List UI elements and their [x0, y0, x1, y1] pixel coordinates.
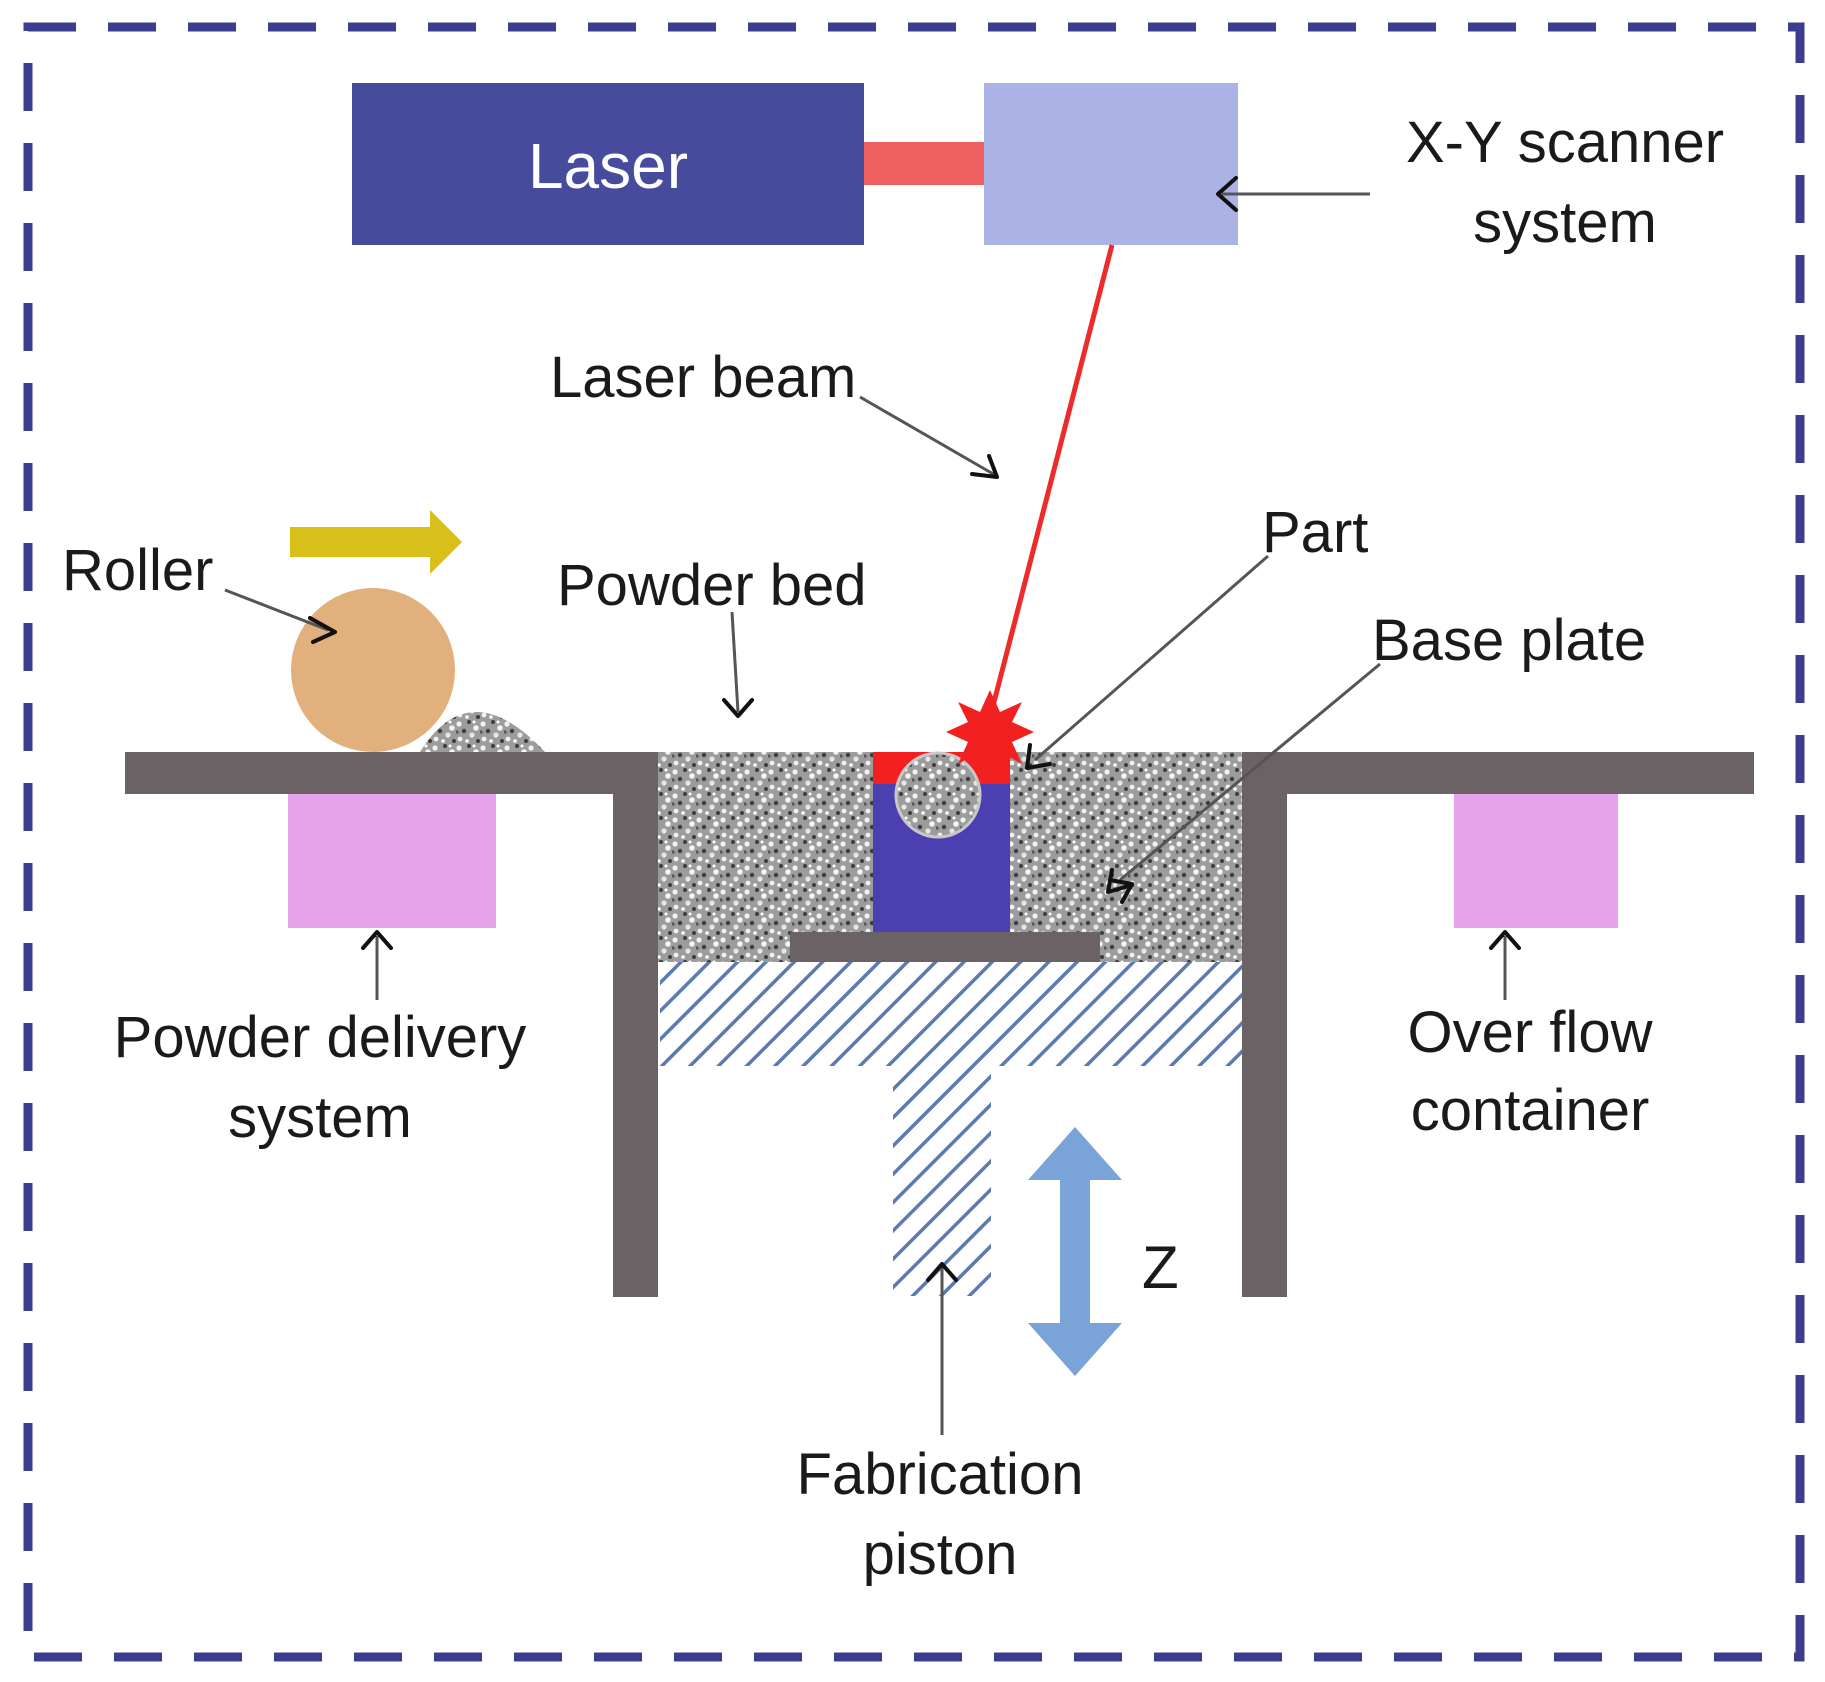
fabrication-piston-rod — [893, 1066, 991, 1296]
right-platform — [1242, 752, 1754, 794]
fabrication-piston-head — [660, 962, 1242, 1066]
right-chamber-wall — [1242, 752, 1287, 1297]
xy-scanner-arrowhead — [1216, 176, 1238, 212]
powder-bed-inner-arrowhead — [1108, 878, 1134, 904]
powder-delivery-label-line2: system — [228, 1085, 412, 1150]
left-chamber-wall — [613, 752, 658, 1297]
laser-box — [352, 83, 864, 245]
fabrication-piston-label-line2: piston — [863, 1522, 1018, 1587]
fabrication-piston-arrowhead — [926, 1262, 958, 1282]
roller-arrowhead — [308, 616, 337, 644]
part-label: Part — [1262, 500, 1368, 565]
xy-scanner-label: X-Y scanner — [1406, 110, 1724, 175]
powder-bed-leader — [730, 611, 740, 713]
powder-delivery-container — [288, 794, 496, 928]
part-arrowhead — [1025, 743, 1052, 770]
fabrication-piston-label: Fabrication — [797, 1442, 1084, 1507]
part-leader — [1034, 554, 1269, 762]
left-platform — [125, 752, 655, 794]
base-plate-leader — [1119, 662, 1381, 882]
powder-pile — [420, 712, 545, 752]
dashed-frame — [23, 22, 1805, 1662]
overflow-label: Over flow — [1408, 1000, 1654, 1065]
laser-connector — [864, 142, 984, 185]
overflow-label-line2: container — [1411, 1078, 1650, 1143]
laser-beam — [989, 244, 1115, 711]
powder-bed-arrowhead — [722, 698, 754, 718]
laser-label: Laser — [528, 130, 688, 202]
roller-label: Roller — [62, 538, 214, 603]
melt-spot — [946, 690, 1034, 776]
powder-bed-label: Powder bed — [557, 553, 867, 618]
roller-direction-arrow — [290, 510, 462, 574]
base-plate-arrowhead — [1106, 868, 1134, 894]
part-powder-inclusion — [894, 751, 982, 839]
overflow-arrowhead — [1489, 930, 1521, 950]
laser-beam-arrowhead — [970, 454, 999, 479]
roller — [291, 588, 455, 752]
xy-scanner-label-line2: system — [1473, 190, 1657, 255]
overflow-container — [1454, 794, 1618, 928]
powder-delivery-arrowhead — [361, 930, 393, 950]
laser-beam-label: Laser beam — [550, 345, 856, 410]
base-plate-label: Base plate — [1372, 608, 1646, 673]
laser-beam-leader — [859, 395, 996, 477]
roller-leader — [224, 588, 329, 632]
powder-delivery-label: Powder delivery — [114, 1005, 527, 1070]
base-plate — [790, 932, 1100, 962]
xy-scanner-box — [984, 83, 1238, 245]
z-axis-label: Z — [1142, 1234, 1179, 1301]
z-axis-arrow — [1028, 1127, 1122, 1376]
